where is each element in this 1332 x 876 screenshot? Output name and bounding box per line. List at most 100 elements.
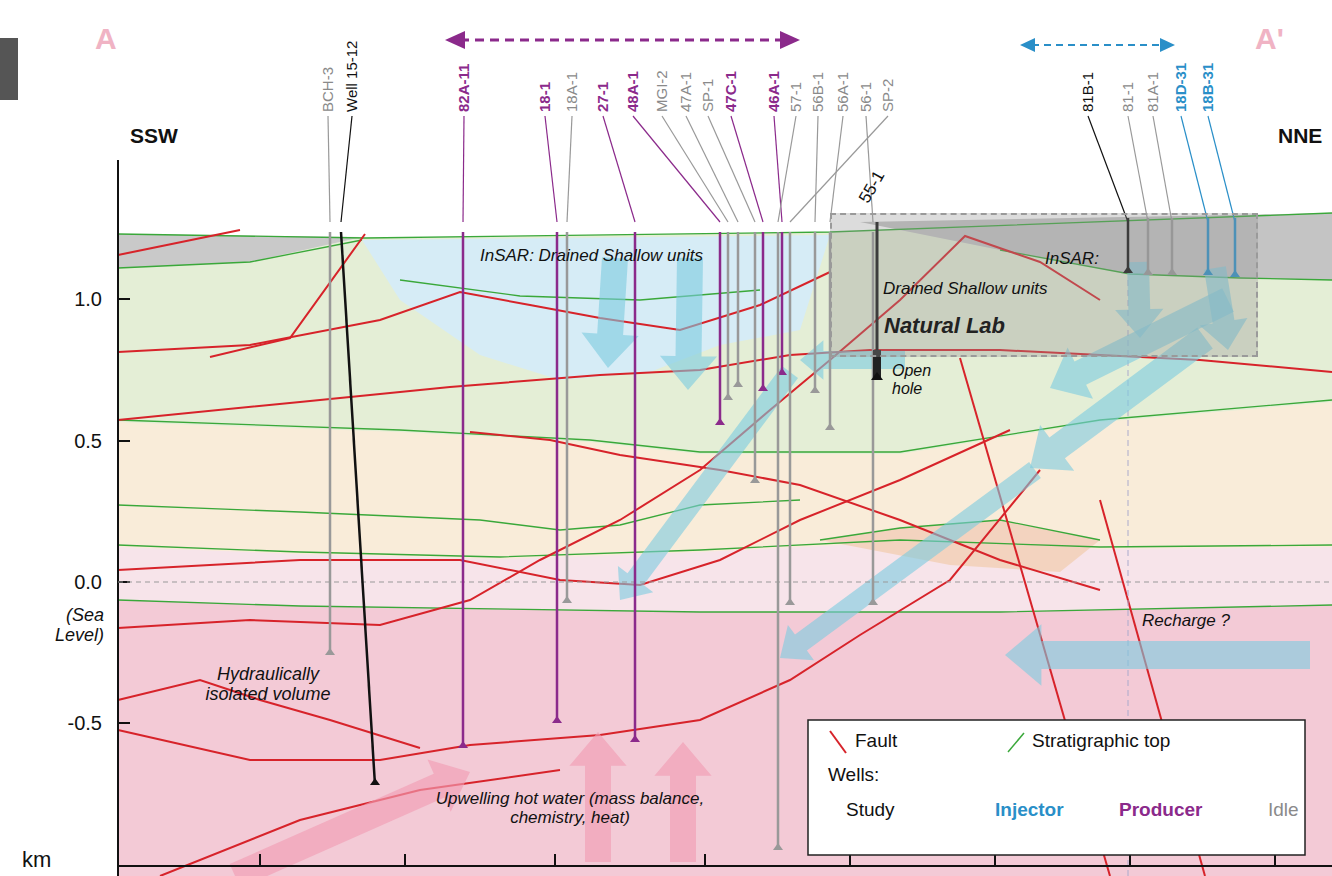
well-foot	[871, 372, 883, 380]
well-foot	[750, 476, 760, 483]
well-trace	[341, 232, 375, 785]
well-name: 82A-11	[456, 64, 473, 112]
well-trace	[634, 232, 637, 742]
flow-arrow	[582, 257, 639, 368]
legend-box	[808, 720, 1305, 855]
axis-value: -0.5	[68, 712, 102, 734]
legend-text: Producer	[1119, 800, 1202, 821]
well-foot	[773, 843, 783, 850]
legend-text: Idle	[1268, 800, 1299, 821]
legend-text: Stratigraphic top	[1032, 731, 1170, 752]
leader-line	[463, 116, 464, 222]
well-foot	[325, 648, 335, 655]
annotation: Hydraulically isolated volume	[198, 665, 338, 705]
axis-value: 0.5	[74, 430, 102, 452]
section-end: A'	[1255, 22, 1284, 55]
sea-level	[118, 582, 1332, 583]
well-foot	[810, 386, 820, 393]
axes	[118, 160, 1332, 876]
legend-text: Fault	[855, 731, 897, 752]
leader-line	[1128, 116, 1148, 222]
leader-line	[708, 116, 755, 222]
well-trace	[754, 232, 757, 483]
leader-line	[1208, 116, 1235, 222]
well-name: SP-2	[880, 79, 897, 112]
flow-arrow	[618, 366, 798, 600]
well-name: 55-1	[856, 168, 889, 207]
well-trace	[719, 232, 722, 425]
well-name: 47A-1	[678, 72, 695, 112]
range-arrows	[445, 31, 1175, 52]
well-name: SP-1	[700, 79, 717, 112]
leader-line	[686, 116, 738, 222]
well-foot	[715, 418, 725, 425]
well-name: 18A-1	[564, 72, 581, 112]
well-trace	[556, 232, 559, 723]
well-foot	[562, 596, 572, 603]
well-name: 57-1	[788, 82, 805, 112]
flow-arrow	[1005, 624, 1310, 686]
leader-line	[545, 116, 557, 222]
legend-text: Study	[846, 800, 895, 821]
annotation: Upwelling hot water (mass balance, chemi…	[420, 790, 720, 827]
leader-line	[603, 116, 635, 222]
well-trace	[329, 232, 332, 655]
well-trace	[566, 232, 569, 603]
well-foot	[785, 598, 795, 605]
legend-heading: Wells:	[828, 765, 879, 786]
leader-line	[567, 116, 572, 222]
axis-note: (Sea Level)	[42, 606, 104, 646]
well-name: 56B-1	[810, 72, 827, 112]
well-foot	[370, 778, 380, 785]
leader-line	[1181, 116, 1208, 222]
annotation: Open hole	[892, 362, 940, 397]
well-foot	[458, 741, 468, 748]
axis-unit: km	[22, 848, 51, 872]
region-title: Natural Lab	[884, 313, 1005, 339]
well-trace	[777, 232, 780, 850]
well-foot	[630, 735, 640, 742]
well-name: 27-1	[595, 82, 612, 112]
annotation: InSAR:	[1045, 250, 1099, 269]
well-name: 46A-1	[766, 71, 783, 112]
leader-line	[662, 116, 728, 222]
drained-lens	[362, 235, 830, 380]
well-name: 81A-1	[1145, 72, 1162, 112]
flow-arrow	[660, 258, 717, 390]
well-trace	[462, 232, 465, 748]
well-foot	[758, 384, 768, 391]
well-foot	[552, 716, 562, 723]
leader-line	[328, 116, 330, 222]
well-trace	[781, 232, 784, 375]
wells	[325, 116, 1264, 850]
well-name: 56A-1	[835, 72, 852, 112]
well-name: 18D-31	[1173, 63, 1190, 112]
well-name: 81-1	[1120, 82, 1137, 112]
well-name: 18B-31	[1200, 63, 1217, 112]
strat-tops	[118, 213, 1332, 612]
well-name: MGI-2	[654, 70, 671, 112]
well-name: 18-1	[537, 82, 554, 112]
legend-text: Injector	[995, 800, 1064, 821]
well-trace	[789, 232, 792, 605]
direction: SSW	[130, 124, 178, 147]
leader-line	[778, 116, 796, 222]
corner-block	[0, 38, 18, 100]
direction: NNE	[1278, 124, 1322, 147]
annotation: InSAR: Drained Shallow units	[480, 247, 703, 266]
leader-line	[341, 116, 352, 222]
well-trace	[737, 232, 740, 387]
leader-line	[1153, 116, 1172, 222]
leader-line	[731, 116, 763, 222]
well-foot	[868, 598, 878, 605]
annotation: Drained Shallow units	[883, 280, 1047, 299]
section-end: A	[95, 22, 117, 55]
well-trace	[762, 232, 765, 391]
well-trace	[727, 232, 730, 400]
leader-line	[633, 116, 720, 222]
axis-value: 1.0	[74, 288, 102, 310]
axis-value: 0.0	[74, 571, 102, 593]
well-name: Well 15-12	[344, 41, 361, 112]
well-trace	[814, 232, 817, 393]
well-name: 48A-1	[625, 71, 642, 112]
